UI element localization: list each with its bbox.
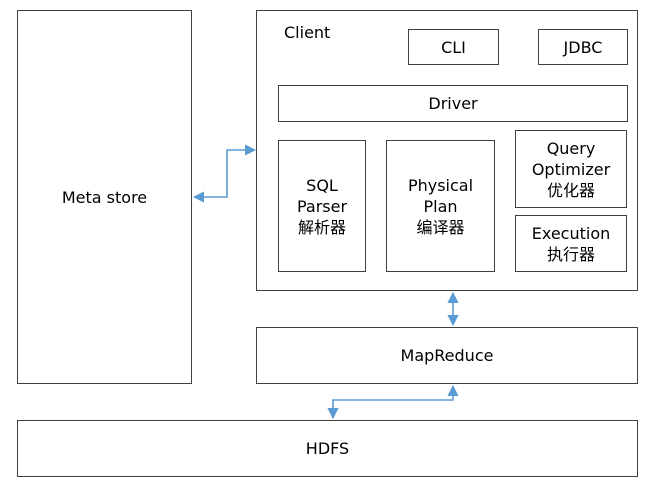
query-optimizer-line1: Query	[546, 138, 596, 158]
query-optimizer-line2: Optimizer	[531, 159, 611, 179]
jdbc-label: JDBC	[563, 37, 603, 57]
cli-label: CLI	[441, 37, 466, 57]
metastore-label: Meta store	[61, 187, 148, 207]
sql-parser-line3: 解析器	[297, 217, 346, 237]
metastore-box: Meta store	[17, 10, 192, 384]
query-optimizer-line3: 优化器	[546, 180, 595, 200]
mapreduce-box: MapReduce	[256, 327, 638, 384]
mapreduce-hdfs-connector	[327, 384, 459, 420]
physical-plan-line3: 编译器	[416, 217, 465, 237]
physical-plan-line2: Plan	[423, 196, 458, 216]
driver-box: Driver	[278, 85, 628, 122]
mapreduce-label: MapReduce	[400, 346, 494, 365]
hdfs-box: HDFS	[17, 420, 638, 477]
execution-box: Execution 执行器	[515, 215, 627, 272]
execution-line1: Execution	[531, 223, 611, 243]
jdbc-box: JDBC	[538, 29, 628, 65]
driver-label: Driver	[428, 94, 478, 113]
physical-plan-box: Physical Plan 编译器	[386, 140, 495, 272]
execution-line2: 执行器	[546, 244, 595, 264]
cli-box: CLI	[408, 29, 499, 65]
hdfs-label: HDFS	[305, 439, 350, 458]
sql-parser-line1: SQL	[306, 175, 338, 195]
sql-parser-box: SQL Parser 解析器	[278, 140, 366, 272]
sql-parser-line2: Parser	[296, 196, 348, 216]
metastore-client-connector	[192, 144, 257, 203]
physical-plan-line1: Physical	[407, 175, 474, 195]
client-label: Client	[284, 23, 331, 42]
query-optimizer-box: Query Optimizer 优化器	[515, 130, 627, 208]
